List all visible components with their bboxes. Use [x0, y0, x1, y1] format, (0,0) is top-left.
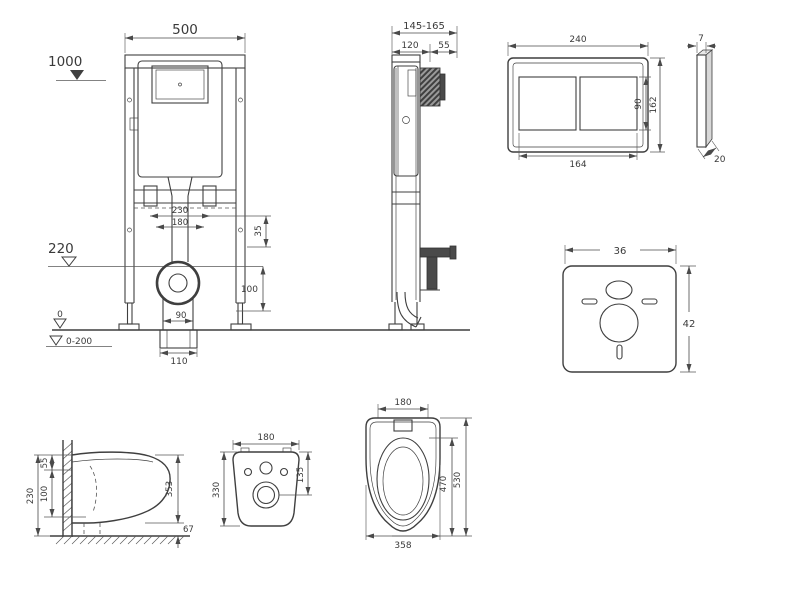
flush-plate-front-view: 240 164 90 162 [507, 35, 665, 170]
pan-top-view: 180 470 530 358 [365, 398, 472, 551]
fixing-right [202, 185, 217, 207]
bolt-hole-left [243, 467, 253, 477]
dim-pan-height: 353 [165, 481, 175, 497]
actuator-housing [419, 67, 441, 107]
bolt-hole-right [279, 467, 289, 477]
dim-adjust-range: 0-200 [66, 337, 92, 347]
mat-slot-bottom [616, 344, 623, 360]
pan-side-outline [71, 451, 171, 524]
level-marker-filled [70, 70, 84, 80]
dim-depth-120: 120 [401, 41, 418, 51]
dim-button-height: 90 [634, 98, 644, 110]
sound-mat-view: 36 42 [562, 245, 696, 373]
dim-plate-height: 162 [649, 96, 659, 113]
dim-drain-offset: 135 [296, 467, 306, 483]
flush-plate [507, 57, 649, 153]
mat-drain-hole [599, 303, 639, 343]
cistern-access-panel [151, 65, 209, 104]
dim-bowl-length: 470 [439, 476, 449, 492]
cistern-tank [137, 60, 223, 178]
dim-total-length: 530 [453, 472, 463, 488]
outlet-elbow-side [396, 291, 417, 328]
frame-front-view: 500 1000 230 180 35 220 100 90 110 [46, 22, 470, 367]
dim-front-55: 55 [438, 41, 449, 51]
dim-mat-height: 42 [683, 319, 696, 330]
plate-side-slab [696, 54, 707, 148]
dim-pipe-width: 180 [172, 218, 188, 228]
bowl-inner [382, 446, 424, 516]
flush-button-right [579, 76, 638, 131]
dim-pan-mid: 100 [40, 486, 50, 502]
dim-base-width: 110 [170, 357, 187, 367]
wall-hatch [62, 442, 73, 532]
dim-floor-zero: 0 [57, 310, 63, 320]
frame-top-bar [124, 54, 246, 69]
outlet-pipe [162, 298, 194, 330]
fixing-left [143, 185, 158, 207]
sound-mat [562, 265, 677, 373]
frame-side-view: 145-165 120 55 [388, 21, 458, 331]
floor-hatch [55, 535, 185, 545]
cistern-side [393, 65, 419, 177]
level-marker-open [60, 256, 78, 267]
dim-pan-back-height: 330 [212, 482, 222, 498]
dim-plate-thickness: 7 [698, 34, 704, 44]
dim-outlet-drop: 100 [241, 285, 258, 295]
dim-pan-gap: 67 [183, 525, 194, 535]
pan-back-outline [232, 451, 300, 527]
dim-plate-depth: 20 [714, 155, 726, 165]
dim-plate-width: 240 [569, 35, 586, 45]
mat-inlet-hole [605, 280, 633, 300]
drain-bend-circle [155, 260, 201, 306]
dim-pan-width: 358 [394, 541, 411, 551]
flush-pipe [167, 176, 193, 262]
water-supply-stub [129, 117, 139, 131]
trap-hidden-line [89, 465, 97, 513]
dim-pan-top: 55 [40, 458, 50, 469]
dim-offset-35: 35 [254, 225, 264, 236]
dim-button-width: 164 [569, 160, 586, 170]
pan-side-view: 55 100 230 353 67 [26, 440, 194, 548]
dim-pan-back: 230 [26, 488, 36, 504]
outlet-elbow-box [159, 329, 198, 349]
wall-bracket [419, 247, 455, 258]
dim-outlet-level: 220 [48, 241, 74, 257]
mat-slot-right [641, 298, 658, 305]
dim-outlet-width: 90 [176, 311, 187, 321]
frame-rails [124, 68, 246, 304]
dim-tank-width: 180 [394, 398, 411, 408]
mat-slot-left [581, 298, 598, 305]
side-frame-cap [391, 54, 421, 63]
dim-mat-width: 36 [614, 246, 627, 257]
pan-back-view: 180 135 330 [212, 433, 312, 527]
dim-pan-back-width: 180 [257, 433, 274, 443]
inlet-connection [393, 419, 413, 432]
pan-top-outline [365, 417, 441, 532]
inlet-hole [259, 461, 273, 475]
dim-frame-height-level: 1000 [48, 54, 82, 70]
flush-button-left [518, 76, 577, 131]
dim-fixing-width: 230 [172, 206, 188, 216]
dim-frame-width: 500 [172, 22, 198, 38]
bowl-rim [376, 437, 430, 521]
flush-plate-side-view: 7 20 [687, 34, 726, 165]
dim-depth-range: 145-165 [403, 21, 445, 32]
